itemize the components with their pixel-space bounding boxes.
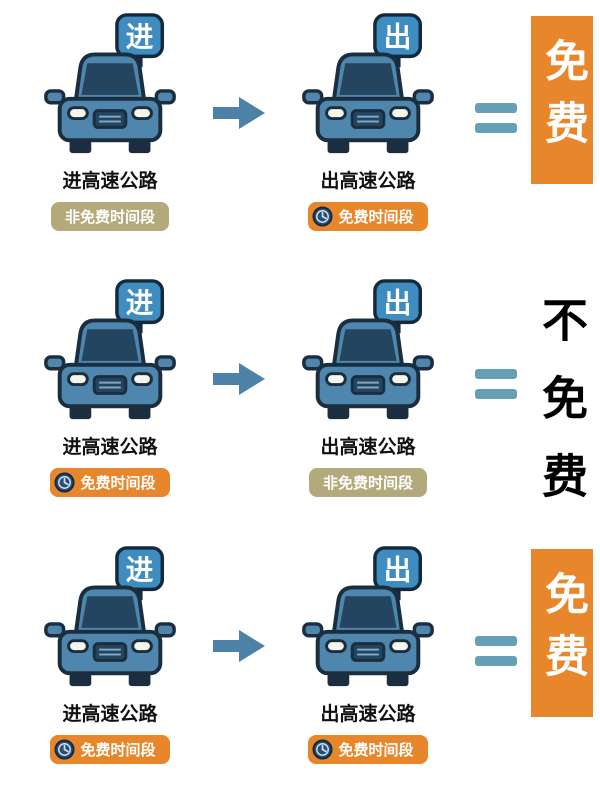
exit-highway-block: 出 出高速公路 免费时间段 (268, 6, 468, 231)
time-badge-free: 免费时间段 (50, 468, 170, 498)
result-block: 免费 (524, 539, 600, 717)
badge-text: 非免费时间段 (322, 475, 413, 493)
scenario-row-2: 进 进高速公路 免费时间段 出 出高速公路 非免费时间段 (0, 266, 600, 532)
enter-label: 进高速公路 (62, 171, 158, 192)
enter-highway-block: 进 进高速公路 非免费时间段 (10, 6, 210, 231)
right-arrow-icon (210, 627, 268, 665)
exit-sign: 出 (384, 288, 412, 319)
car-front-icon: 进 (43, 279, 177, 422)
time-badge-nonfree: 非免费时间段 (50, 202, 169, 231)
enter-highway-block: 进 进高速公路 免费时间段 (10, 272, 210, 498)
clock-icon (312, 206, 334, 227)
result-block: 免费 (524, 6, 600, 184)
clock-icon (312, 739, 334, 760)
exit-highway-block: 出 出高速公路 免费时间段 (268, 539, 468, 764)
scenario-row-3: 进 进高速公路 免费时间段 出 出高速公路 (0, 533, 600, 799)
result-badge: 免费 (531, 16, 593, 184)
exit-sign: 出 (384, 22, 412, 53)
enter-highway-block: 进 进高速公路 免费时间段 (10, 539, 210, 764)
exit-label: 出高速公路 (320, 171, 416, 192)
time-badge-free: 免费时间段 (308, 734, 428, 764)
car-front-icon: 出 (301, 279, 435, 422)
badge-text: 非免费时间段 (64, 209, 155, 226)
car-front-icon: 进 (43, 545, 177, 688)
enter-sign: 进 (126, 554, 154, 585)
result-badge: 免费 (531, 548, 593, 717)
clock-icon (54, 472, 76, 493)
exit-label: 出高速公路 (320, 703, 416, 725)
scenario-row-1: 进 进高速公路 非免费时间段 出 出高速公路 免费时间段 (0, 0, 600, 266)
result-block: 不免费 (524, 272, 600, 530)
enter-label: 进高速公路 (62, 703, 158, 725)
right-arrow-icon (210, 360, 268, 398)
time-badge-free: 免费时间段 (50, 734, 170, 764)
enter-sign: 进 (126, 22, 154, 53)
equals-icon (468, 98, 524, 138)
right-arrow-icon (210, 94, 268, 132)
car-front-icon: 进 (43, 13, 177, 156)
badge-text: 免费时间段 (338, 209, 414, 226)
clock-icon (54, 739, 76, 760)
car-front-icon: 出 (301, 13, 435, 156)
equals-icon (468, 631, 524, 671)
exit-label: 出高速公路 (320, 437, 416, 459)
enter-label: 进高速公路 (62, 437, 158, 459)
time-badge-nonfree: 非免费时间段 (308, 468, 427, 498)
result-badge: 不免费 (536, 296, 588, 531)
exit-highway-block: 出 出高速公路 非免费时间段 (268, 272, 468, 498)
exit-sign: 出 (384, 554, 412, 585)
car-front-icon: 出 (301, 545, 435, 688)
enter-sign: 进 (126, 288, 154, 319)
badge-text: 免费时间段 (338, 741, 414, 759)
time-badge-free: 免费时间段 (308, 202, 428, 231)
badge-text: 免费时间段 (80, 475, 156, 493)
equals-icon (468, 364, 524, 404)
badge-text: 免费时间段 (80, 741, 156, 759)
